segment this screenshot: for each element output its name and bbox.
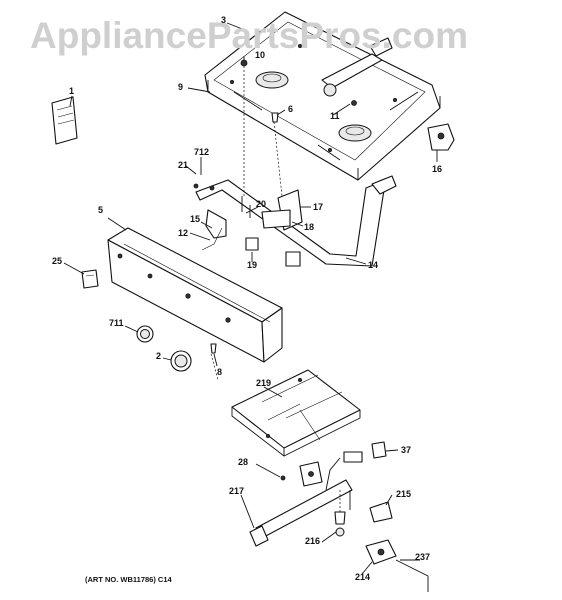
label-12[interactable]: 12 (178, 228, 188, 238)
label-28[interactable]: 28 (238, 457, 248, 467)
label-10[interactable]: 10 (255, 50, 265, 60)
label-711[interactable]: 711 (109, 318, 124, 328)
bracket-25[interactable] (81, 269, 99, 289)
label-219[interactable]: 219 (256, 378, 271, 388)
art-number: (ART NO. WB11786) C14 (85, 575, 173, 584)
label-25[interactable]: 25 (52, 256, 62, 266)
label-2[interactable]: 2 (156, 351, 161, 361)
label-14[interactable]: 14 (368, 260, 378, 270)
label-15[interactable]: 15 (190, 214, 200, 224)
label-214[interactable]: 214 (355, 572, 370, 582)
label-3[interactable]: 3 (221, 15, 226, 25)
label-6[interactable]: 6 (288, 104, 293, 114)
gas-manifold-pipe-14[interactable] (193, 175, 397, 267)
burner-tube-217[interactable] (249, 451, 363, 547)
clip-37[interactable] (371, 441, 387, 459)
part-labels: 3 10 9 1 6 11 712 16 21 20 17 5 15 18 12… (52, 15, 442, 582)
knob-2[interactable] (170, 350, 192, 372)
manifold-panel-5[interactable] (107, 227, 283, 363)
label-237[interactable]: 237 (415, 552, 430, 562)
literature-booklet-1[interactable] (51, 96, 78, 145)
label-16[interactable]: 16 (432, 164, 442, 174)
valve-214[interactable] (365, 539, 397, 565)
valve-clip-16[interactable] (427, 123, 455, 151)
screw-28[interactable] (280, 475, 286, 481)
screw-6[interactable] (271, 112, 279, 123)
burner-box-top[interactable] (204, 11, 441, 181)
label-1[interactable]: 1 (69, 86, 74, 96)
label-19[interactable]: 19 (247, 260, 257, 270)
label-712[interactable]: 712 (194, 147, 209, 157)
orifice-bracket-215[interactable] (369, 501, 393, 523)
label-21[interactable]: 21 (178, 160, 188, 170)
label-8[interactable]: 8 (217, 367, 222, 377)
watermark-text: AppliancePartsPros.com (30, 15, 468, 56)
fastener-10[interactable] (240, 59, 248, 67)
tube-237[interactable] (395, 559, 429, 592)
label-17[interactable]: 17 (313, 202, 323, 212)
label-216[interactable]: 216 (305, 536, 320, 546)
label-215[interactable]: 215 (396, 489, 411, 499)
label-20[interactable]: 20 (256, 199, 266, 209)
label-217[interactable]: 217 (229, 486, 244, 496)
label-11[interactable]: 11 (330, 111, 340, 121)
leader-lines (63, 22, 438, 575)
orifice-216[interactable] (334, 511, 346, 537)
label-18[interactable]: 18 (304, 222, 314, 232)
label-5[interactable]: 5 (98, 205, 103, 215)
label-9[interactable]: 9 (178, 82, 183, 92)
assembly-guide-lines (210, 66, 341, 512)
label-37[interactable]: 37 (401, 445, 411, 455)
screw-8[interactable] (210, 343, 217, 354)
knob-711[interactable] (136, 325, 154, 343)
burner-base-219[interactable] (231, 369, 361, 457)
